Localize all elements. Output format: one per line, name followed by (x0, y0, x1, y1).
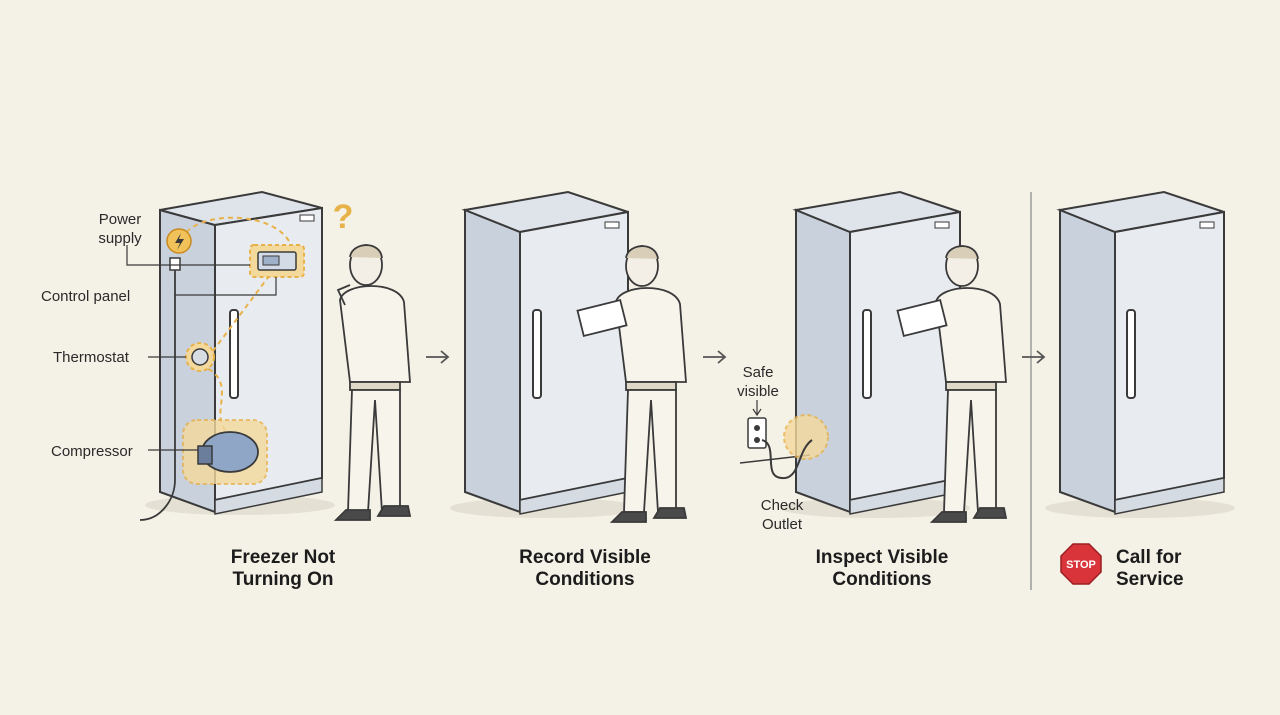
highlight-route (181, 216, 293, 431)
step4-title: Service (1116, 569, 1184, 590)
flow-arrow-icon (1022, 350, 1046, 364)
wall-outlet-icon (739, 400, 829, 480)
step2-title: Conditions (535, 569, 634, 590)
recording-person (576, 245, 688, 523)
stop-sign-text: STOP (1066, 559, 1096, 571)
power-supply-icon (139, 257, 181, 521)
flow-arrow-icon (703, 350, 727, 364)
flow-arrow-icon (426, 350, 450, 364)
callout-leaders (126, 245, 277, 451)
thermostat-icon (185, 342, 215, 372)
safe-visible-label: Safe (743, 364, 774, 381)
step3-title: Conditions (832, 569, 931, 590)
safe-visible-label: visible (737, 383, 779, 400)
compressor-label: Compressor (51, 443, 133, 460)
step1-title: Freezer Not (231, 547, 336, 568)
step2-freezer (450, 190, 640, 518)
power-supply-label: supply (98, 230, 142, 247)
check-outlet-label: Outlet (762, 516, 803, 533)
power-supply-label: Power (99, 211, 142, 228)
thermostat-label: Thermostat (53, 349, 130, 366)
confused-person (333, 244, 412, 521)
power-supply-highlight (166, 228, 192, 254)
control-panel-highlight (249, 244, 305, 278)
step1-title: Turning On (233, 569, 334, 590)
control-panel-label: Control panel (41, 288, 130, 305)
step3-freezer (780, 190, 970, 518)
step4-title: Call for (1116, 547, 1182, 568)
question-mark: ? (333, 198, 354, 236)
compressor-icon (182, 419, 268, 485)
stop-sign-icon: STOP (1060, 543, 1102, 585)
inspecting-person (896, 245, 1008, 523)
check-outlet-label: Check (761, 497, 804, 514)
step3-title: Inspect Visible (816, 547, 949, 568)
step2-title: Record Visible (519, 547, 651, 568)
step4-freezer (1045, 190, 1235, 518)
